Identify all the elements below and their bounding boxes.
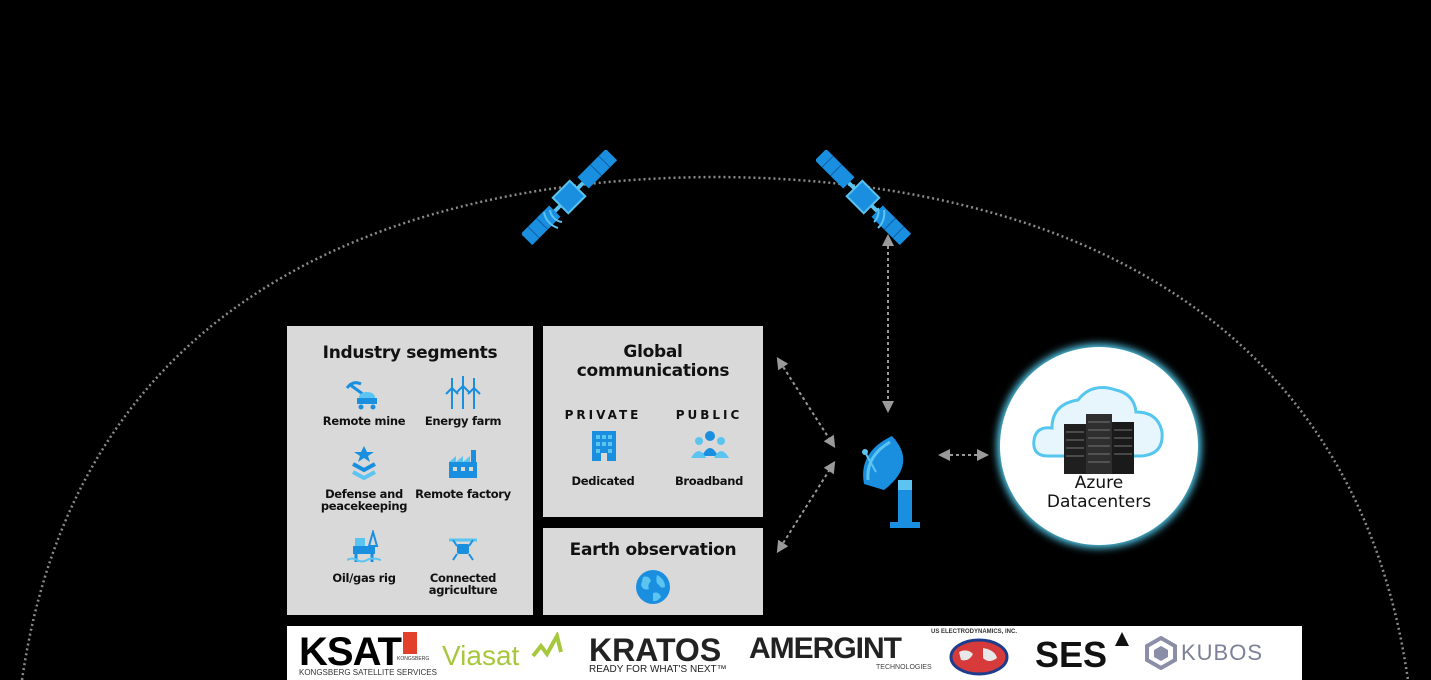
orbit-arc — [20, 175, 1410, 680]
industry-segments-title: Industry segments — [322, 343, 498, 363]
kubos-hex-icon — [1145, 636, 1177, 670]
azure-label-line2: Datacenters — [1046, 492, 1152, 512]
global-communications-title: Global communications — [576, 342, 730, 381]
amergint-logo: AMERGINT — [749, 632, 902, 665]
azure-label-line1: Azure — [1074, 473, 1124, 493]
industry-item-label: Remote mine — [322, 414, 406, 428]
industry-segments-panel: Industry segments Remote mine Energy far… — [287, 326, 533, 615]
military-rank-icon — [352, 446, 376, 481]
industry-item-label: Energy farm — [424, 414, 502, 428]
globe-icon — [636, 570, 670, 604]
private-label: PRIVATE — [564, 408, 642, 422]
viasat-logo: Viasat — [442, 640, 520, 671]
satellite-right-icon — [816, 150, 911, 245]
ksat-logo: KSAT — [299, 630, 402, 674]
earth-observation-title: Earth observation — [569, 540, 737, 560]
viasat-wave-icon — [531, 632, 563, 658]
industry-item-label: Defense and peacekeeping — [320, 487, 408, 513]
public-label: PUBLIC — [675, 408, 743, 422]
industry-item-label: Connected agriculture — [428, 571, 498, 597]
amergint-subtitle: TECHNOLOGIES — [876, 664, 932, 671]
earth-observation-panel: Earth observation — [543, 528, 763, 615]
ses-triangle-icon — [1115, 632, 1129, 646]
kongsberg-shield-icon — [403, 632, 417, 654]
satellite-dish-icon — [862, 436, 920, 528]
kongsberg-tag: KONGSBERG — [397, 656, 430, 662]
kubos-logo: KUBOS — [1181, 640, 1264, 665]
ses-logo: SES — [1035, 634, 1108, 675]
oil-rig-icon — [347, 530, 381, 563]
global-communications-panel: Global communications PRIVATE PUBLIC Ded… — [543, 326, 763, 517]
cloud-server-icon — [1032, 386, 1164, 474]
building-icon — [592, 431, 616, 461]
kratos-logo: KRATOS — [589, 632, 722, 668]
satellite-left-icon — [522, 150, 617, 245]
mine-cart-icon — [345, 381, 377, 410]
drone-icon — [449, 538, 477, 561]
ksat-subtitle: KONGSBERG SATELLITE SERVICES — [299, 668, 437, 677]
people-icon — [691, 431, 729, 458]
factory-icon — [449, 450, 477, 478]
industry-item-label: Oil/gas rig — [332, 571, 396, 585]
wind-turbine-icon — [445, 376, 481, 409]
usedc-globe-icon — [949, 638, 1009, 676]
industry-item-label: Remote factory — [415, 487, 511, 501]
kratos-tagline: READY FOR WHAT'S NEXT™ — [589, 664, 727, 675]
earth-link-arrow — [776, 460, 836, 554]
partner-logo-bar: KSAT KONGSBERG KONGSBERG SATELLITE SERVI… — [287, 626, 1302, 680]
comms-link-arrow — [776, 356, 836, 449]
usedc-name: US ELECTRODYNAMICS, INC. — [931, 629, 1018, 635]
broadband-label: Broadband — [674, 474, 744, 488]
dedicated-label: Dedicated — [571, 474, 635, 488]
